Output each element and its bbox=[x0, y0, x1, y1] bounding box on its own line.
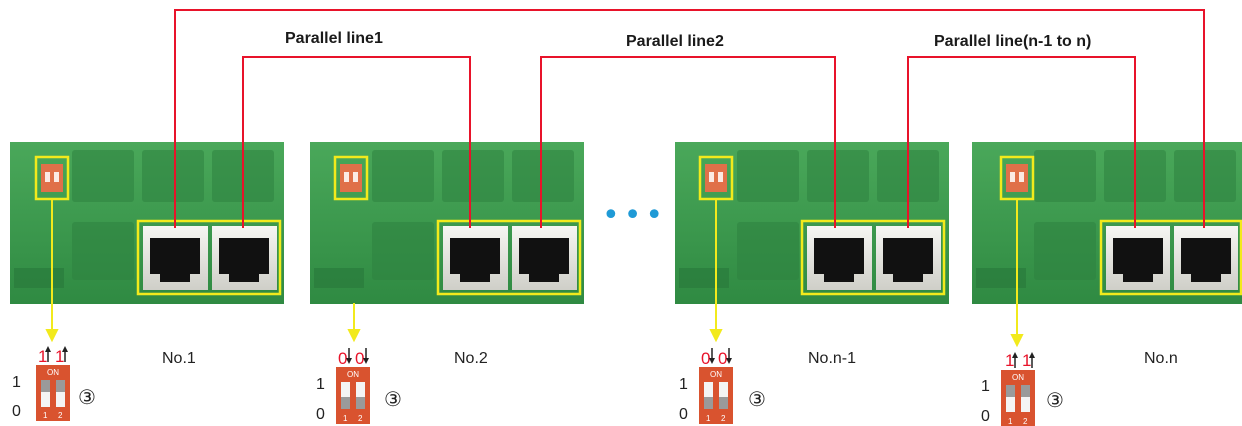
rj45-port-icon bbox=[1181, 238, 1231, 282]
unit-label-1: No.1 bbox=[162, 350, 196, 367]
arrow-down-icon bbox=[1010, 334, 1024, 348]
rj45-port-icon bbox=[814, 238, 864, 282]
rj45-port-icon bbox=[150, 238, 200, 282]
wire-line1 bbox=[242, 56, 471, 228]
axis-zero: 0 bbox=[679, 406, 688, 423]
arrows bbox=[45, 199, 1024, 348]
axis-one: 1 bbox=[12, 374, 21, 391]
svg-text:1: 1 bbox=[43, 411, 48, 420]
wire-line2 bbox=[540, 56, 836, 228]
axis-zero: 0 bbox=[12, 403, 21, 420]
port-highlight bbox=[800, 219, 946, 296]
board-2 bbox=[310, 142, 584, 304]
arrow-down-icon bbox=[45, 329, 59, 343]
bit-1: 1 bbox=[1005, 351, 1014, 370]
rj45-port-icon bbox=[1113, 238, 1163, 282]
unit-label-n-1: No.n-1 bbox=[808, 350, 856, 367]
wire-outer bbox=[174, 9, 1205, 228]
dip-detail-1: 1 1 1 0 ON 1 2 ③ No.1 bbox=[12, 346, 196, 421]
bit-2: 0 bbox=[718, 349, 727, 368]
unit-label-n: No.n bbox=[1144, 350, 1178, 367]
arrow-down-icon bbox=[347, 329, 361, 343]
label-parallel-line-n: Parallel line(n-1 to n) bbox=[934, 33, 1091, 50]
axis-one: 1 bbox=[981, 378, 990, 395]
board-n bbox=[972, 142, 1242, 304]
axis-zero: 0 bbox=[316, 406, 325, 423]
svg-text:2: 2 bbox=[358, 414, 363, 423]
bit-2: 1 bbox=[1022, 351, 1031, 370]
svg-text:1: 1 bbox=[1008, 417, 1013, 426]
svg-text:2: 2 bbox=[721, 414, 726, 423]
bit-2: 0 bbox=[355, 349, 364, 368]
marker-three: ③ bbox=[78, 385, 96, 409]
parallel-wiring bbox=[174, 9, 1205, 228]
wire-line-n bbox=[907, 56, 1136, 228]
rj45-port-icon bbox=[519, 238, 569, 282]
bit-2: 1 bbox=[55, 347, 64, 366]
marker-three: ③ bbox=[1046, 388, 1064, 412]
svg-text:1: 1 bbox=[343, 414, 348, 423]
rj45-port-icon bbox=[883, 238, 933, 282]
port-highlight bbox=[136, 219, 282, 296]
label-parallel-line2: Parallel line2 bbox=[626, 33, 724, 50]
axis-zero: 0 bbox=[981, 408, 990, 425]
rj45-port-icon bbox=[219, 238, 269, 282]
unit-label-2: No.2 bbox=[454, 350, 488, 367]
bit-1: 0 bbox=[701, 349, 710, 368]
board-n-1 bbox=[675, 142, 949, 304]
svg-text:ON: ON bbox=[1012, 373, 1024, 382]
svg-text:ON: ON bbox=[47, 368, 59, 377]
svg-text:2: 2 bbox=[58, 411, 63, 420]
svg-text:1: 1 bbox=[706, 414, 711, 423]
port-highlight bbox=[436, 219, 582, 296]
dip-detail-2: 0 0 1 0 ON 1 2 ③ No.2 bbox=[316, 348, 488, 424]
dip-detail-n-1: 0 0 1 0 ON 1 2 ③ No.n-1 bbox=[679, 348, 856, 424]
axis-one: 1 bbox=[679, 376, 688, 393]
dip-switch-highlight bbox=[333, 155, 369, 201]
rj45-port-icon bbox=[450, 238, 500, 282]
svg-text:ON: ON bbox=[710, 370, 722, 379]
bit-1: 0 bbox=[338, 349, 347, 368]
port-highlight bbox=[1099, 219, 1242, 296]
dip-detail-n: 1 1 1 0 ON 1 2 ③ No.n bbox=[981, 350, 1178, 426]
arrow-down-icon bbox=[709, 329, 723, 343]
label-parallel-line1: Parallel line1 bbox=[285, 30, 383, 47]
ellipsis-dots: ••• bbox=[602, 198, 667, 233]
svg-text:2: 2 bbox=[1023, 417, 1028, 426]
marker-three: ③ bbox=[384, 387, 402, 411]
marker-three: ③ bbox=[748, 387, 766, 411]
bit-1: 1 bbox=[38, 347, 47, 366]
axis-one: 1 bbox=[316, 376, 325, 393]
svg-text:ON: ON bbox=[347, 370, 359, 379]
